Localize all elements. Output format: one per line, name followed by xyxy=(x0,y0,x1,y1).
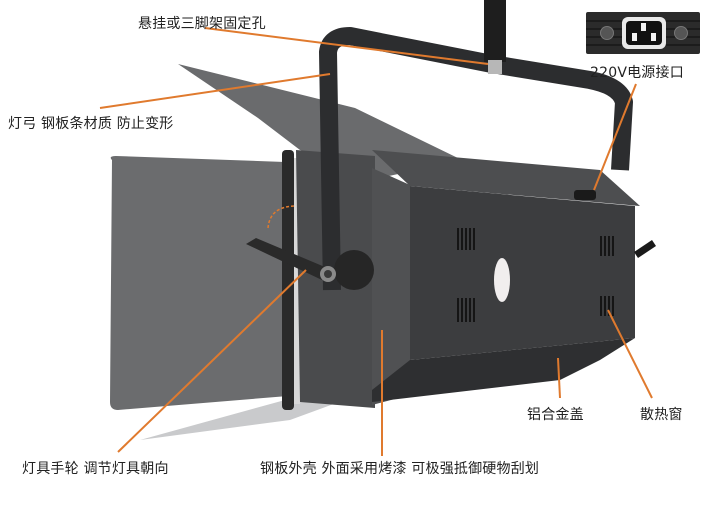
callout-mount-hole: 悬挂或三脚架固定孔 xyxy=(138,16,266,32)
left-barndoor xyxy=(110,156,288,410)
hand-wheel xyxy=(246,238,332,280)
main-housing xyxy=(410,186,635,360)
bottom-barndoor xyxy=(140,398,350,440)
vent-grilles xyxy=(457,228,614,322)
frame-rail xyxy=(282,150,294,410)
housing-top xyxy=(372,150,640,206)
top-barndoor xyxy=(178,64,462,178)
aluminum-cover xyxy=(372,338,635,402)
callout-steel-shell: 钢板外壳 外面采用烤漆 可极强抵御硬物刮划 xyxy=(260,461,540,477)
callout-hand-wheel: 灯具手轮 调节灯具朝向 xyxy=(22,461,169,477)
leader-lines xyxy=(99,27,653,456)
power-switch xyxy=(574,190,596,200)
screw-icon xyxy=(674,26,688,40)
logo-badge xyxy=(494,258,510,302)
mount-bolt xyxy=(488,60,502,74)
callout-power-socket: 220V电源接口 xyxy=(590,65,684,81)
callout-aluminum-cover: 铝合金盖 xyxy=(527,407,584,423)
rotate-arrow-icon xyxy=(267,205,297,229)
power-socket-inset xyxy=(586,12,700,54)
screw-icon xyxy=(600,26,614,40)
callout-vent: 散热窗 xyxy=(640,407,683,423)
mount-pole xyxy=(484,0,506,62)
iec-socket xyxy=(622,17,666,49)
callout-yoke: 灯弓 钢板条材质 防止变形 xyxy=(8,116,174,132)
